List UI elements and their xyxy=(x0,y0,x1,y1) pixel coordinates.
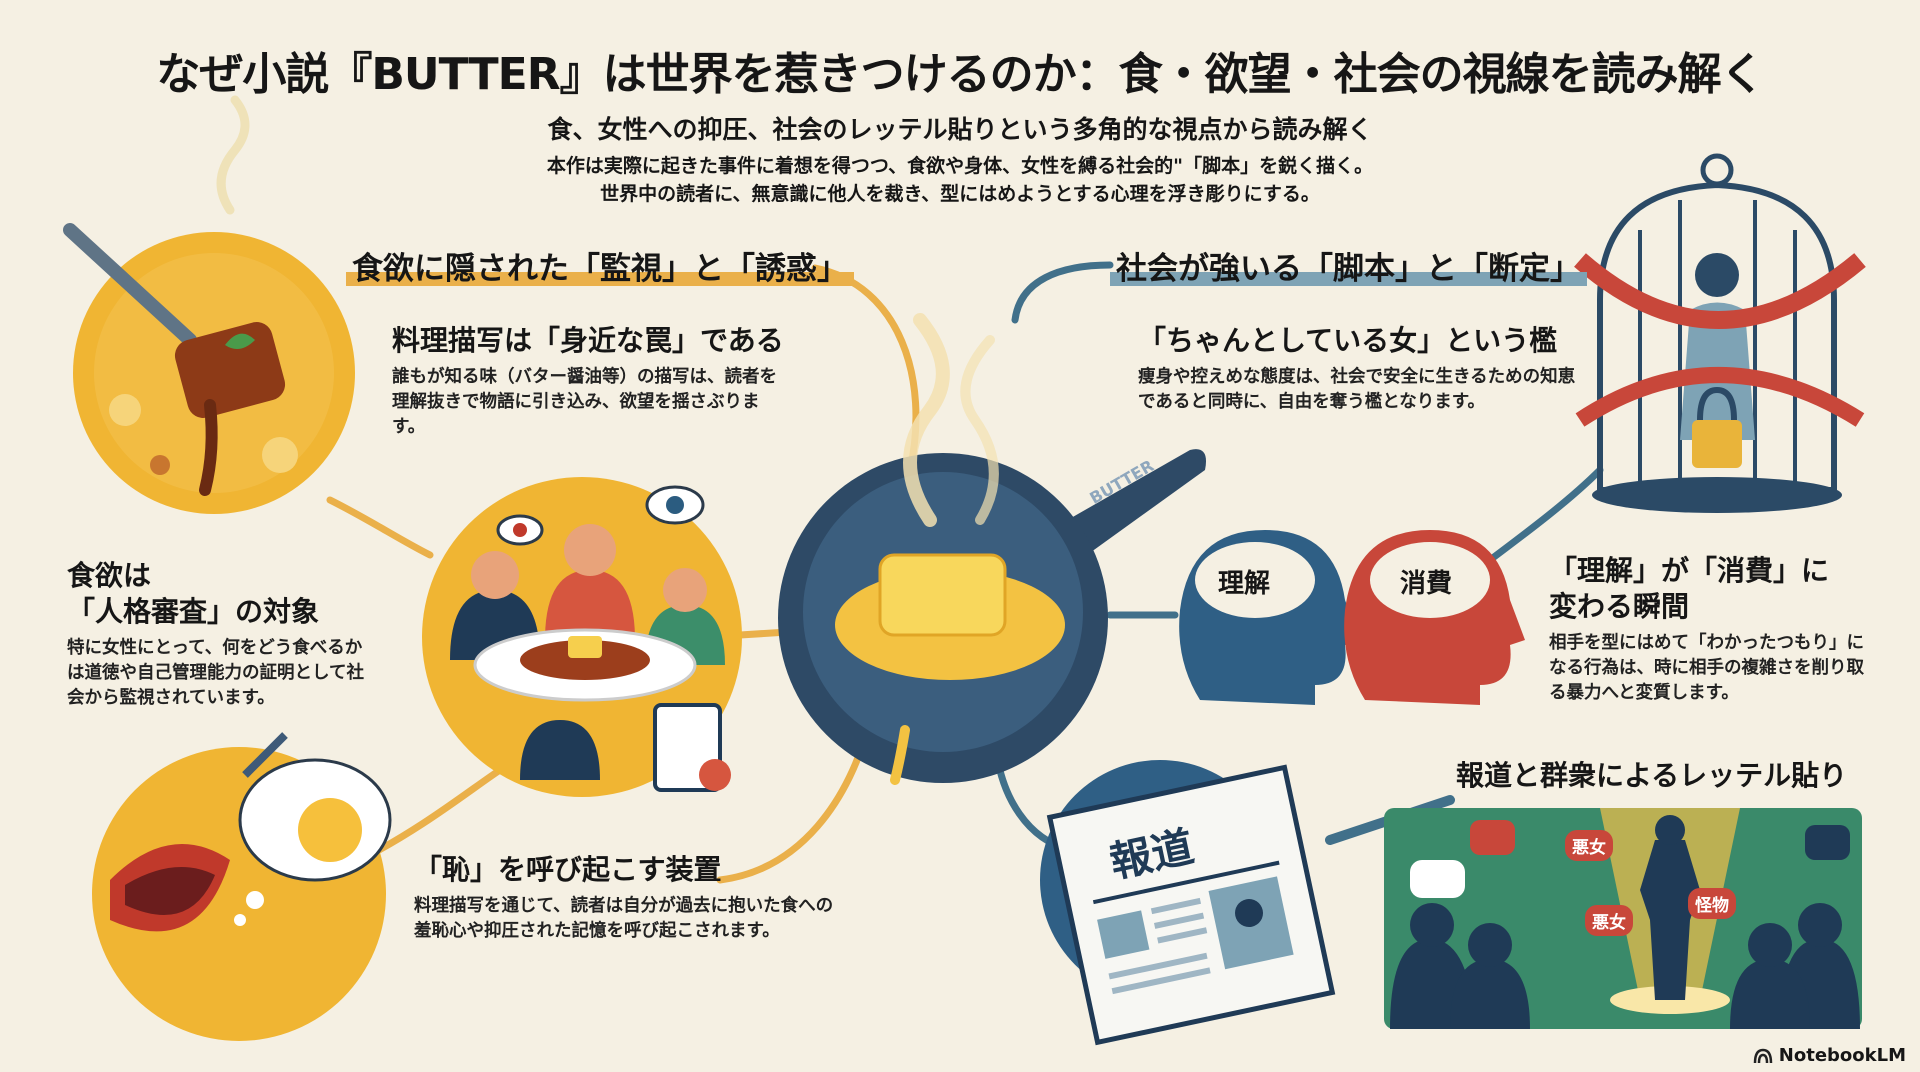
brand-name: NotebookLM xyxy=(1778,1045,1906,1066)
point-title: 料理描写は「身近な罠」である xyxy=(392,324,784,357)
consumption-head-illustration xyxy=(1344,530,1525,705)
point-title-line: 食欲は xyxy=(67,559,152,592)
point-media-labeling-title: 報道と群衆によるレッテル貼り xyxy=(1456,759,1848,792)
newspaper-illustration: 報道 xyxy=(1040,760,1336,1046)
point-proper-woman-cage: 「ちゃんとしている女」という檻 痩身や控えめな態度は、社会で安全に生きるための知… xyxy=(1138,323,1578,415)
understanding-head-illustration xyxy=(1179,530,1360,705)
point-body: 痩身や控えめな態度は、社会で安全に生きるための知恵であると同時に、自由を奪う檻と… xyxy=(1138,367,1576,412)
description-line: 世界中の読者に、無意識に他人を裁き、型にはめようとする心理を浮き彫りにする。 xyxy=(600,183,1320,205)
point-title: 「恥」を呼び起こす装置 xyxy=(414,853,722,886)
crowd-labeling-illustration xyxy=(1384,808,1862,1029)
notebooklm-brand: NotebookLM xyxy=(1753,1045,1906,1066)
point-understanding-to-consumption: 「理解」が「消費」に 変わる瞬間 相手を型にはめて「わかったつもり」になる行為は… xyxy=(1549,553,1879,706)
point-title-line: 「人格審査」の対象 xyxy=(67,595,320,628)
head-label-consumption: 消費 xyxy=(1400,569,1453,599)
page-description: 本作は実際に起きた事件に着想を得つつ、食欲や身体、女性を縛る社会的"「脚本」を鋭… xyxy=(0,152,1920,208)
description-line: 本作は実際に起きた事件に着想を得つつ、食欲や身体、女性を縛る社会的"「脚本」を鋭… xyxy=(546,155,1374,177)
point-title: 「ちゃんとしている女」という檻 xyxy=(1138,324,1558,357)
section-heading-surveillance: 食欲に隠された「監視」と「誘惑」 xyxy=(346,243,854,290)
page-title: なぜ小説『BUTTER』は世界を惹きつけるのか：食・欲望・社会の視線を読み解く xyxy=(156,49,1764,100)
point-title-line: 「理解」が「消費」に xyxy=(1549,554,1830,587)
point-character-judgment: 食欲は 「人格審査」の対象 特に女性にとって、何をどう食べるかは道徳や自己管理能… xyxy=(67,558,367,711)
mouth-shame-illustration xyxy=(92,732,392,1041)
dining-people-illustration xyxy=(422,477,742,797)
head-label-understanding: 理解 xyxy=(1218,569,1271,599)
point-body: 特に女性にとって、何をどう食べるかは道徳や自己管理能力の証明として社会から監視さ… xyxy=(67,638,364,708)
label-bubble: 悪女 xyxy=(1585,905,1633,936)
label-bubble: 怪物 xyxy=(1688,888,1736,919)
section-heading-script: 社会が強いる「脚本」と「断定」 xyxy=(1110,243,1587,290)
birdcage-illustration xyxy=(1574,153,1866,513)
label-bubble: 悪女 xyxy=(1565,830,1613,861)
notebooklm-logo-icon xyxy=(1753,1048,1773,1063)
point-shame-device: 「恥」を呼び起こす装置 料理描写を通じて、読者は自分が過去に抱いた食への羞恥心や… xyxy=(414,852,834,944)
point-trap: 料理描写は「身近な罠」である 誰もが知る味（バター醤油等）の描写は、読者を理解抜… xyxy=(392,323,792,440)
point-body: 料理描写を通じて、読者は自分が過去に抱いた食への羞恥心や抑圧された記憶を呼び起こ… xyxy=(414,896,834,941)
point-body: 相手を型にはめて「わかったつもり」になる行為は、時に相手の複雑さを削り取る暴力へ… xyxy=(1549,633,1864,703)
butter-pan-illustration: BUTTER xyxy=(778,313,1206,785)
point-body: 誰もが知る味（バター醤油等）の描写は、読者を理解抜きで物語に引き込み、欲望を揺さ… xyxy=(392,367,777,437)
point-title-line: 変わる瞬間 xyxy=(1549,590,1690,623)
page-subtitle: 食、女性への抑圧、社会のレッテル貼りという多角的な視点から読み解く xyxy=(547,115,1373,144)
fork-food-illustration xyxy=(63,95,355,514)
